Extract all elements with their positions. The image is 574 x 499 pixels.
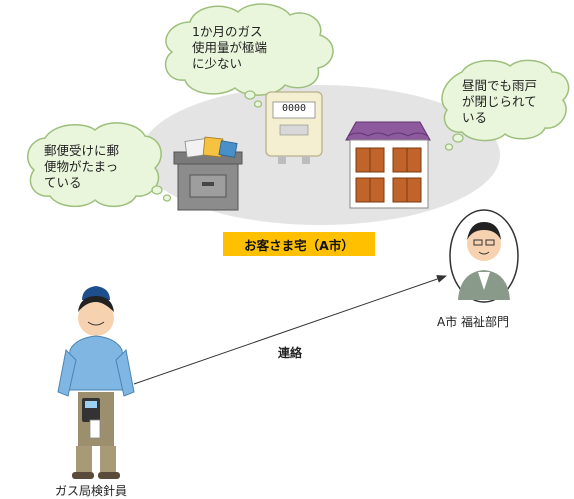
- bubble-gas-usage: [164, 3, 334, 108]
- bubble-mail-text: 郵便受けに郵 便物がたまっ ている: [44, 143, 120, 190]
- bubble-shutters: [441, 59, 570, 151]
- contact-label: 連絡: [278, 346, 303, 360]
- bubble-shutter-text: 昼間でも雨戸 が閉じられて いる: [462, 78, 538, 125]
- meter-reader-figure: [57, 286, 135, 479]
- bubble-mail: [26, 122, 172, 208]
- house-icon: [345, 121, 431, 209]
- mailbox-icon: [173, 136, 243, 211]
- customer-home-label: お客さま宅（A市）: [223, 232, 375, 256]
- bubble-gas-text: 1か月のガス 使用量が極端 に少ない: [192, 24, 268, 71]
- gas-meter-icon: [265, 91, 323, 164]
- contact-arrow: [133, 275, 447, 385]
- staff-avatar-icon: [449, 209, 519, 303]
- meter-display: 0000: [281, 103, 307, 114]
- welfare-dept-label: A市 福祉部門: [437, 315, 510, 329]
- inspector-label: ガス局検針員: [55, 484, 128, 498]
